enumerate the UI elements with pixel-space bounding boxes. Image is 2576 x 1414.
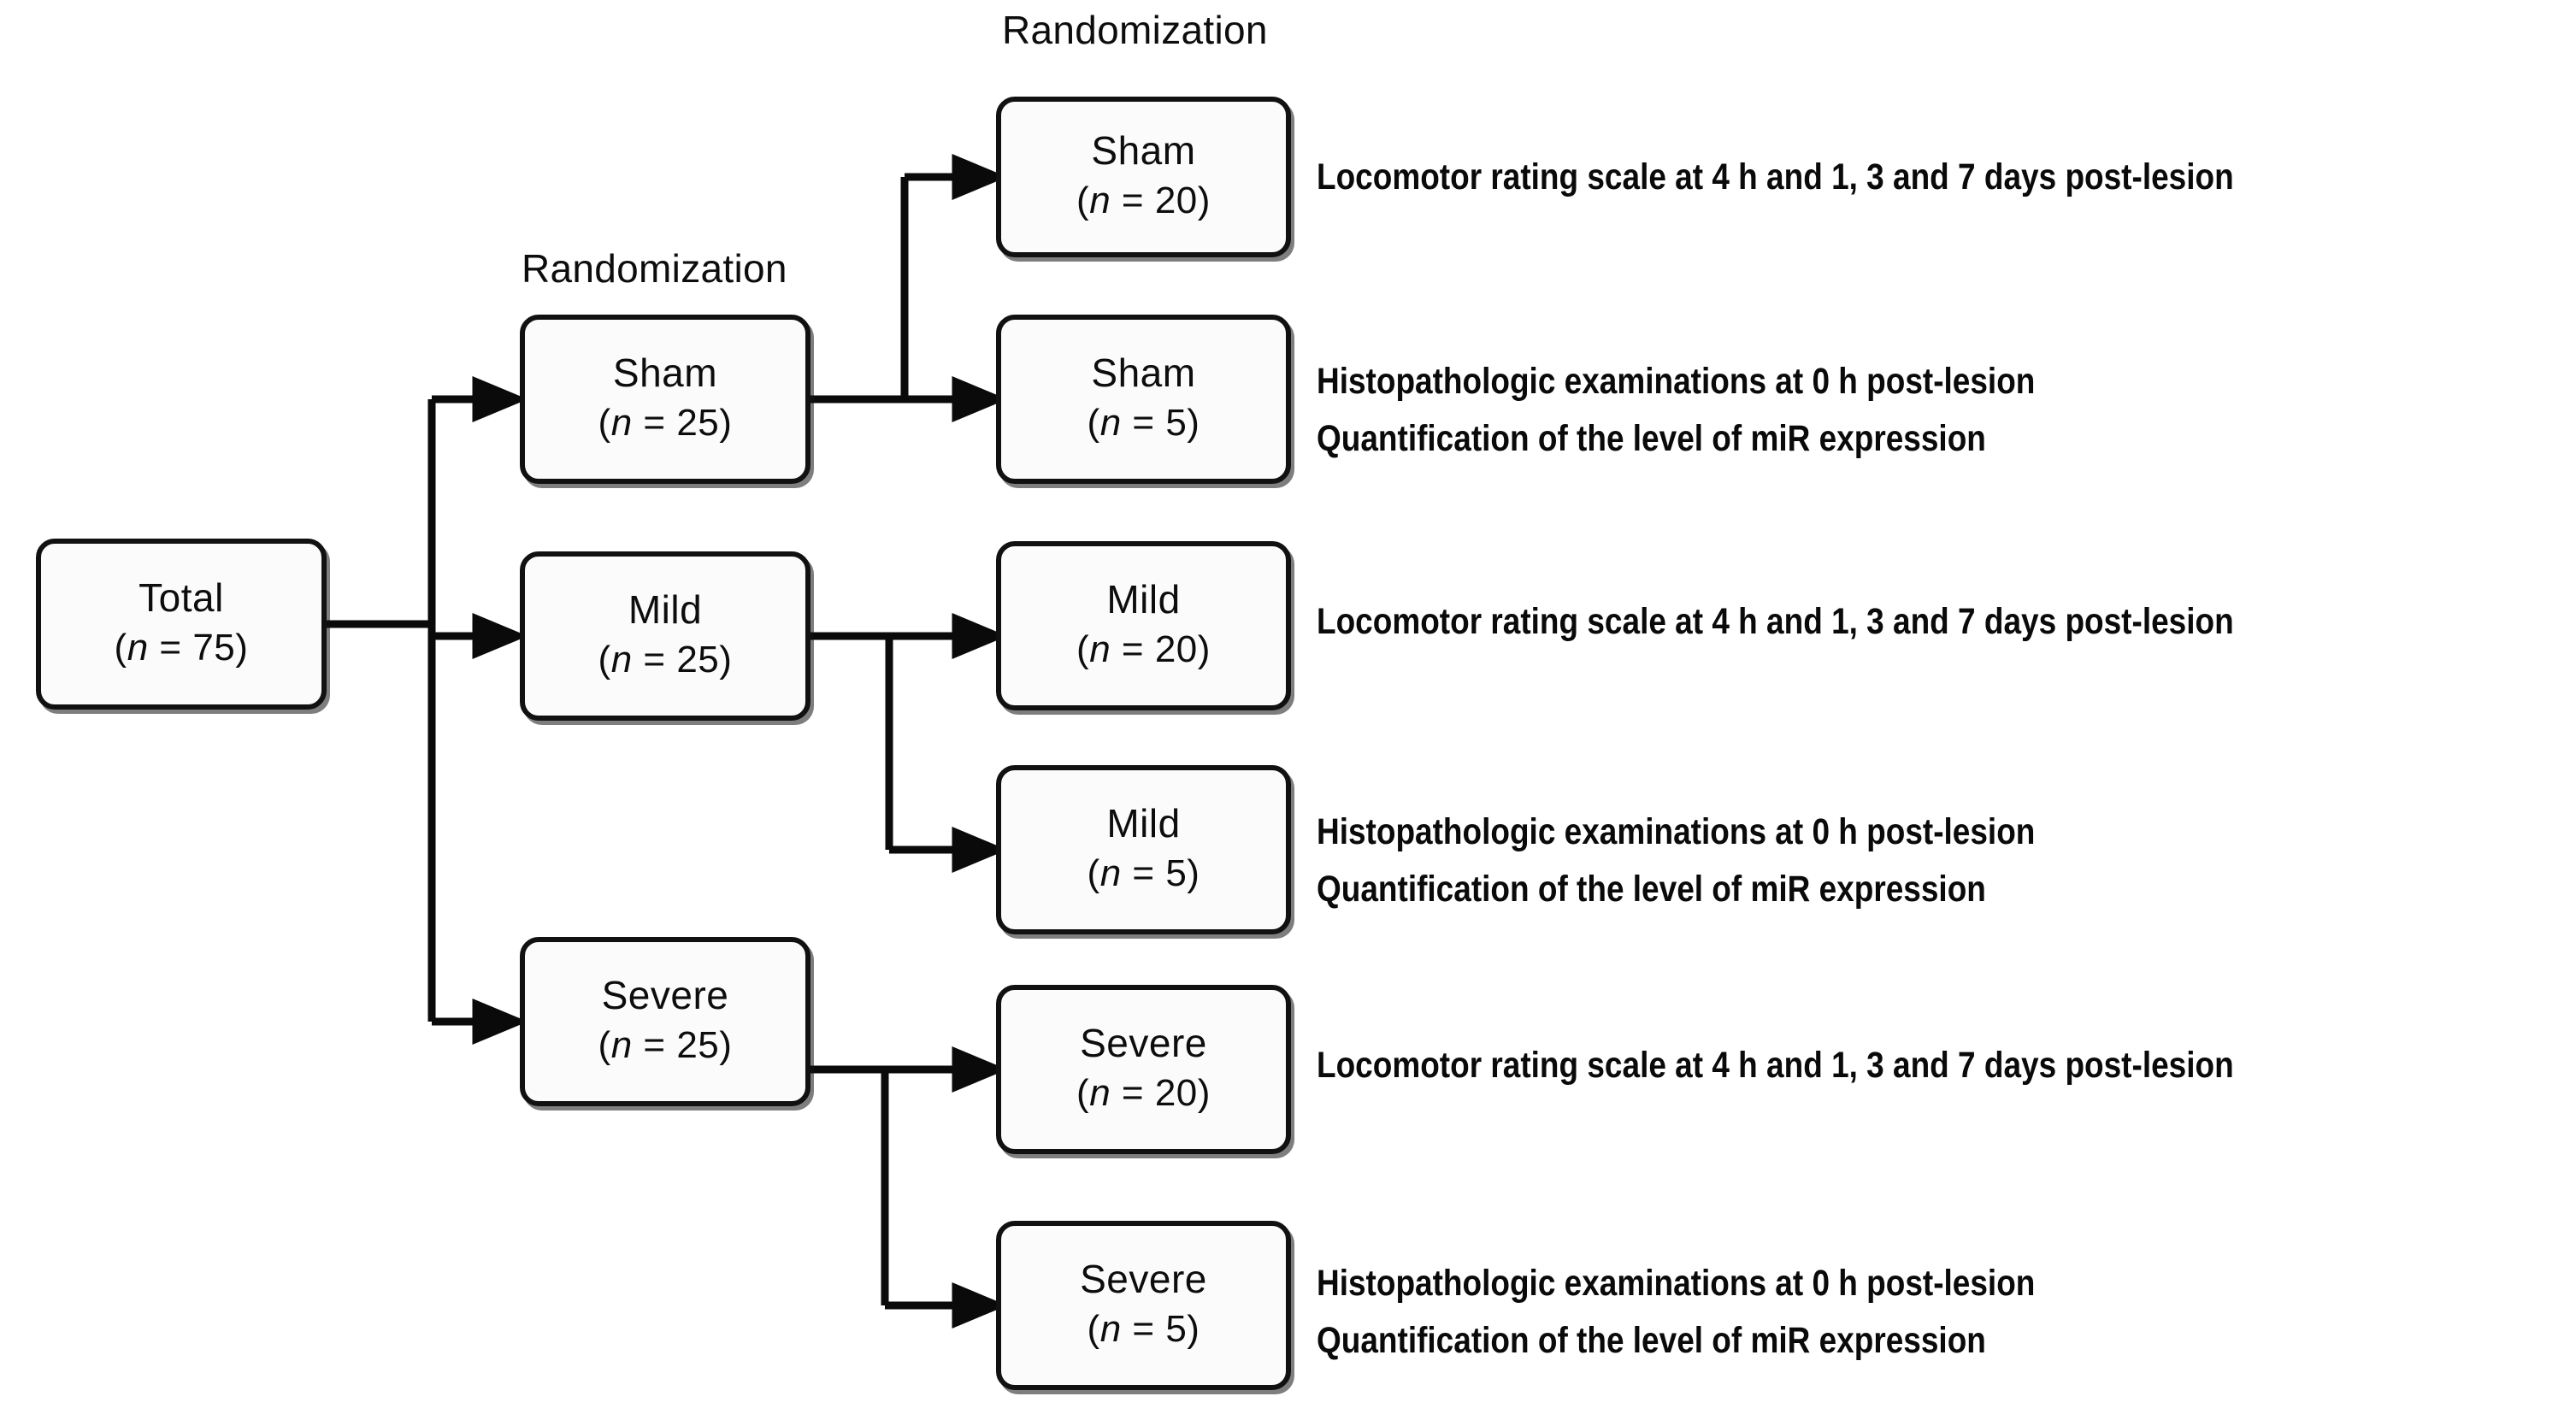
node-sham-5-group: Sham	[1091, 350, 1196, 395]
edge-total-trunk	[327, 399, 436, 1022]
node-sham-20-group: Sham	[1091, 127, 1196, 173]
annotation-sham-20-line-1: Locomotor rating scale at 4 h and 1, 3 a…	[1317, 156, 2234, 197]
node-mild-20-group: Mild	[1106, 576, 1181, 622]
node-severe-20-group: Severe	[1080, 1020, 1207, 1065]
annotation-severe-5-line-2: Quantification of the level of miR expre…	[1317, 1319, 1986, 1361]
edge-severe25-children	[811, 1046, 1008, 1329]
node-sham-25-group: Sham	[612, 350, 718, 395]
node-mild-20[interactable]: Mild (n = 20)	[996, 541, 1291, 710]
node-severe-25-group: Severe	[601, 972, 729, 1017]
node-severe-20-count: (n = 20)	[1076, 1072, 1211, 1115]
node-severe-25-count: (n = 25)	[598, 1024, 733, 1067]
node-severe-5-group: Severe	[1080, 1256, 1207, 1301]
randomization-label-stage2: Randomization	[1002, 8, 1268, 52]
node-mild-25-count: (n = 25)	[598, 639, 733, 681]
node-total-count: (n = 75)	[114, 627, 249, 669]
node-sham-20[interactable]: Sham (n = 20)	[996, 97, 1291, 257]
annotation-severe-5-line-1: Histopathologic examinations at 0 h post…	[1317, 1263, 2036, 1304]
node-sham-20-count: (n = 20)	[1076, 180, 1211, 222]
node-mild-20-count: (n = 20)	[1076, 628, 1211, 671]
node-severe-20[interactable]: Severe (n = 20)	[996, 985, 1291, 1154]
annotation-sham-5: Histopathologic examinations at 0 h post…	[1317, 353, 2035, 467]
annotation-sham-5-line-1: Histopathologic examinations at 0 h post…	[1317, 361, 2036, 402]
randomization-label-stage1: Randomization	[522, 246, 787, 291]
annotation-mild-20: Locomotor rating scale at 4 h and 1, 3 a…	[1317, 593, 2234, 651]
node-sham-25[interactable]: Sham (n = 25)	[520, 315, 811, 484]
node-mild-25[interactable]: Mild (n = 25)	[520, 551, 811, 721]
annotation-sham-20: Locomotor rating scale at 4 h and 1, 3 a…	[1317, 149, 2234, 206]
node-sham-5[interactable]: Sham (n = 5)	[996, 315, 1291, 484]
annotation-mild-20-line-1: Locomotor rating scale at 4 h and 1, 3 a…	[1317, 601, 2234, 642]
node-total[interactable]: Total (n = 75)	[36, 539, 327, 710]
annotation-mild-5: Histopathologic examinations at 0 h post…	[1317, 804, 2035, 917]
node-severe-25[interactable]: Severe (n = 25)	[520, 937, 811, 1106]
annotation-severe-20-line-1: Locomotor rating scale at 4 h and 1, 3 a…	[1317, 1045, 2234, 1086]
annotation-sham-5-line-2: Quantification of the level of miR expre…	[1317, 417, 1986, 459]
annotation-severe-20: Locomotor rating scale at 4 h and 1, 3 a…	[1317, 1037, 2234, 1094]
node-severe-5[interactable]: Severe (n = 5)	[996, 1221, 1291, 1390]
node-mild-5-group: Mild	[1106, 800, 1181, 845]
annotation-severe-5: Histopathologic examinations at 0 h post…	[1317, 1255, 2035, 1369]
edge-sham25-children	[811, 154, 1008, 422]
annotation-mild-5-line-2: Quantification of the level of miR expre…	[1317, 868, 1986, 910]
node-mild-25-group: Mild	[628, 586, 703, 632]
annotation-mild-5-line-1: Histopathologic examinations at 0 h post…	[1317, 811, 2036, 852]
node-sham-25-count: (n = 25)	[598, 402, 733, 445]
node-sham-5-count: (n = 5)	[1087, 402, 1200, 445]
node-mild-5[interactable]: Mild (n = 5)	[996, 765, 1291, 934]
edge-mild25-children	[811, 613, 1008, 873]
node-total-group: Total	[139, 574, 224, 620]
node-severe-5-count: (n = 5)	[1087, 1308, 1200, 1351]
node-mild-5-count: (n = 5)	[1087, 852, 1200, 895]
